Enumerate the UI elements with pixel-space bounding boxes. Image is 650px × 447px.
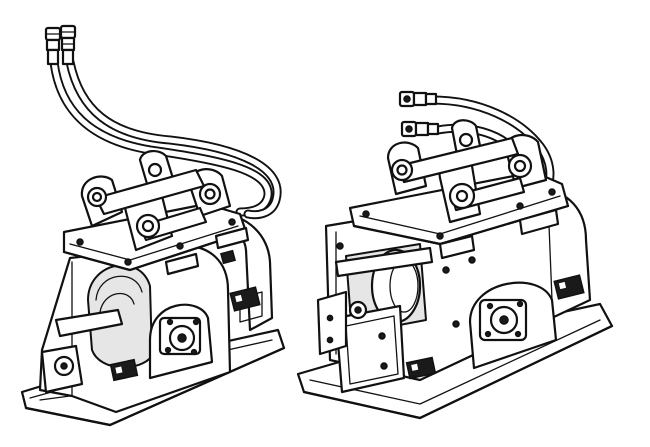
quick-hitch-ears-left xyxy=(80,150,232,252)
plate-compactor-right xyxy=(296,90,614,420)
hose-fitting-left-1 xyxy=(44,26,62,66)
hose-fitting-left-2 xyxy=(59,24,77,66)
frame-body-left xyxy=(38,244,261,414)
hydraulic-hoses-left xyxy=(44,24,282,220)
quick-hitch-ears-right xyxy=(386,119,548,224)
warning-label-right xyxy=(405,356,437,380)
hydraulic-motor-left xyxy=(158,316,202,356)
plate-compactor-left xyxy=(20,24,286,427)
frame-body-right xyxy=(316,188,592,394)
hose-fitting-right-1 xyxy=(398,90,438,108)
warning-label-left xyxy=(109,358,139,382)
hydraulic-motor-right xyxy=(478,298,528,342)
hose-fitting-right-2 xyxy=(400,120,440,138)
